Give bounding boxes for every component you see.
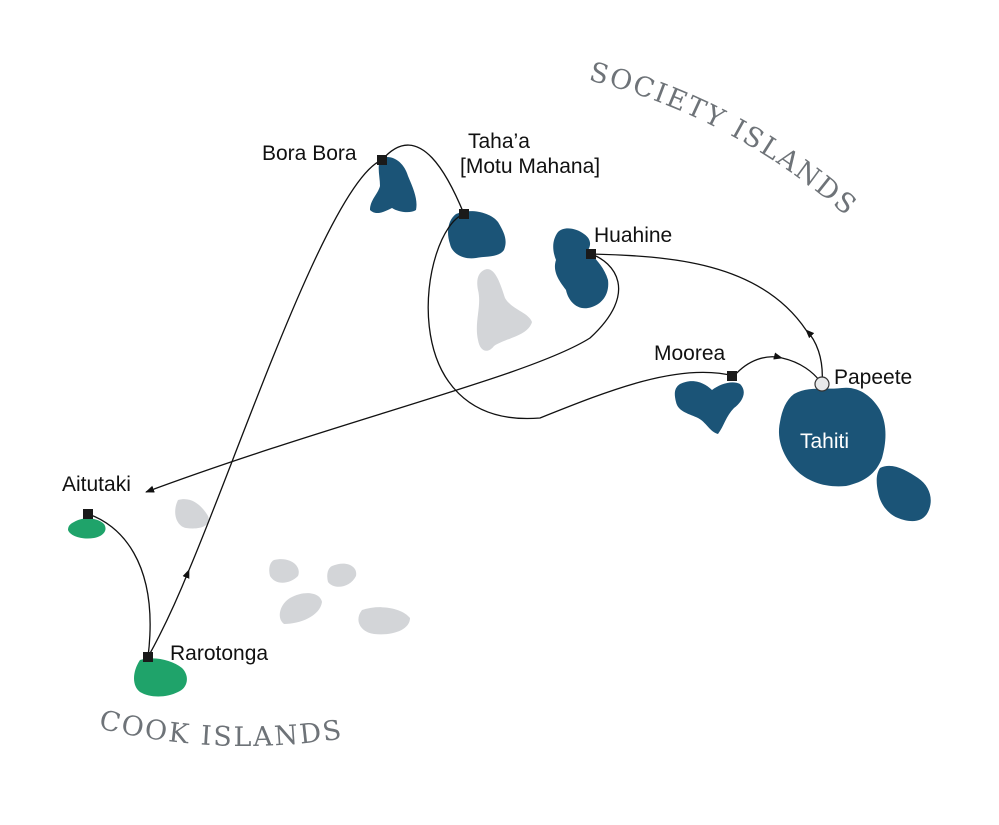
route-aitutaki-rarotonga (87, 513, 151, 658)
square-port-icon (377, 155, 387, 165)
cruise-route (87, 144, 823, 658)
port-label-bora-bora: Bora Bora (262, 142, 357, 165)
tahaa-island (448, 211, 506, 259)
society-islands (370, 156, 931, 522)
square-port-icon (586, 249, 596, 259)
square-port-icon (727, 371, 737, 381)
port-label-tahaa-sub: [Motu Mahana] (460, 155, 601, 178)
tahiti-iti-island (876, 465, 931, 522)
route-bora-bora-tahaa (381, 144, 465, 215)
cook-islands-region-label: COOK ISLANDS (96, 705, 345, 753)
port-label-huahine: Huahine (594, 224, 673, 247)
other-islands (175, 269, 532, 635)
route-huahine-loop-aitutaki (145, 253, 620, 493)
aitutaki-island (68, 518, 106, 539)
port-label-moorea: Moorea (654, 342, 726, 365)
manuae-island (175, 499, 209, 529)
island-label-tahiti: Tahiti (800, 430, 850, 453)
route-moorea-papeete-arrow (733, 352, 783, 377)
mitiaro-island (327, 563, 357, 587)
bora-bora-island (370, 156, 417, 214)
moorea-island (674, 381, 744, 434)
square-port-icon (143, 652, 153, 662)
cook-islands (68, 518, 187, 697)
atiu-island (269, 559, 299, 583)
port-label-aitutaki: Aitutaki (62, 473, 131, 496)
huahine-island (553, 228, 609, 309)
circle-port-icon (814, 376, 830, 392)
route-papeete-huahine-b (590, 253, 807, 331)
route-tahaa-loop-moorea (427, 213, 735, 419)
tahiti-island (778, 387, 886, 487)
route-north-bora-bora (188, 159, 383, 571)
port-label-tahaa: Taha’a (468, 130, 530, 153)
mauke-island (358, 607, 410, 635)
port-markers (83, 155, 737, 662)
square-port-icon (83, 509, 93, 519)
takutea-island (279, 593, 322, 624)
raiatea-island (476, 269, 532, 351)
port-label-rarotonga: Rarotonga (170, 642, 269, 665)
route-papeete-huahine (805, 329, 823, 385)
rarotonga-island (134, 658, 187, 697)
port-label-papeete: Papeete (834, 366, 913, 389)
route-rarotonga-north (147, 569, 190, 658)
society-islands-region-label: SOCIETY ISLANDS (586, 57, 863, 223)
square-port-icon (459, 209, 469, 219)
